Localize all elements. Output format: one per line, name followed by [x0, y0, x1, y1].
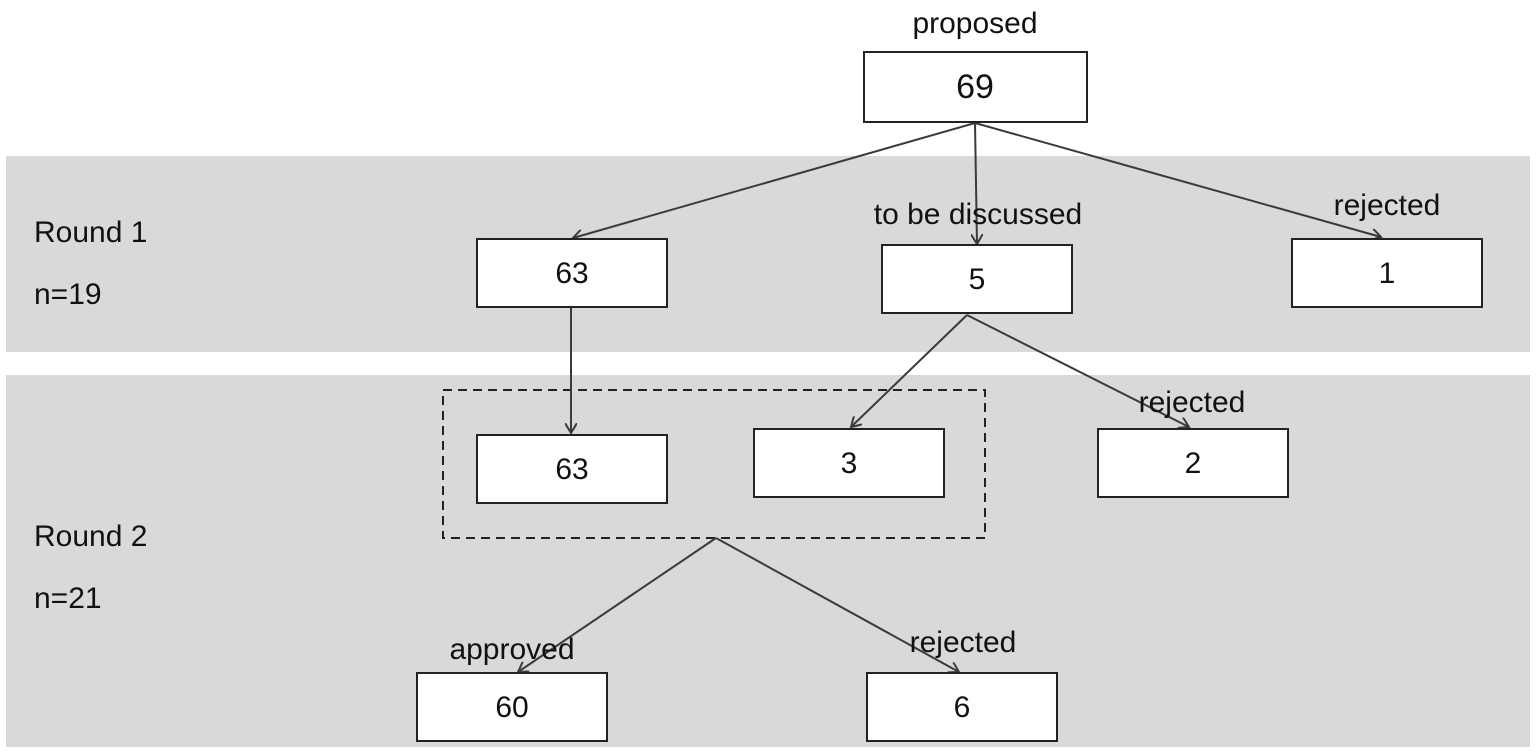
final-rejected-box: [866, 672, 1058, 742]
r1-accepted-box: [476, 238, 668, 308]
arrow-discuss-to-rejected: [966, 314, 1189, 427]
round1-label: Round 1: [34, 216, 147, 249]
r1-discuss-caption: to be discussed: [874, 198, 1082, 231]
r2-from-discuss-box: [753, 428, 945, 498]
final-rejected-caption: rejected: [910, 626, 1017, 659]
r1-discuss-value: 5: [969, 263, 986, 296]
round2-label: Round 2: [34, 520, 147, 553]
r2-kept-value: 63: [555, 453, 588, 486]
arrow-group-to-rejected: [715, 537, 959, 672]
round2-n: n=21: [34, 582, 102, 615]
r2-rejected-value: 2: [1185, 447, 1202, 480]
arrow-discuss-to-three: [851, 314, 968, 427]
continued-group-outline: [442, 389, 986, 539]
approved-caption: approved: [449, 633, 574, 666]
r2-rejected-box: [1097, 428, 1289, 498]
round1-band: [6, 156, 1530, 352]
proposed-box: [863, 51, 1088, 123]
r1-rejected-caption: rejected: [1334, 189, 1441, 222]
arrow-proposed-to-rejected: [974, 122, 1381, 237]
approved-value: 60: [495, 691, 528, 724]
arrow-proposed-to-discuss: [975, 122, 977, 244]
approved-box: [416, 672, 608, 742]
final-rejected-value: 6: [954, 691, 971, 724]
arrow-proposed-to-accepted: [573, 122, 976, 238]
proposed-caption: proposed: [912, 7, 1037, 40]
arrows: [518, 122, 1381, 672]
r2-rejected-caption: rejected: [1139, 386, 1246, 419]
proposed-value: 69: [956, 68, 994, 106]
r1-rejected-value: 1: [1379, 257, 1396, 290]
r2-from-discuss-value: 3: [841, 447, 858, 480]
r1-rejected-box: [1291, 238, 1483, 308]
r1-discuss-box: [881, 244, 1073, 314]
round1-n: n=19: [34, 278, 102, 311]
arrow-group-to-approved: [518, 537, 717, 672]
r2-kept-box: [476, 434, 668, 504]
r1-accepted-value: 63: [555, 257, 588, 290]
